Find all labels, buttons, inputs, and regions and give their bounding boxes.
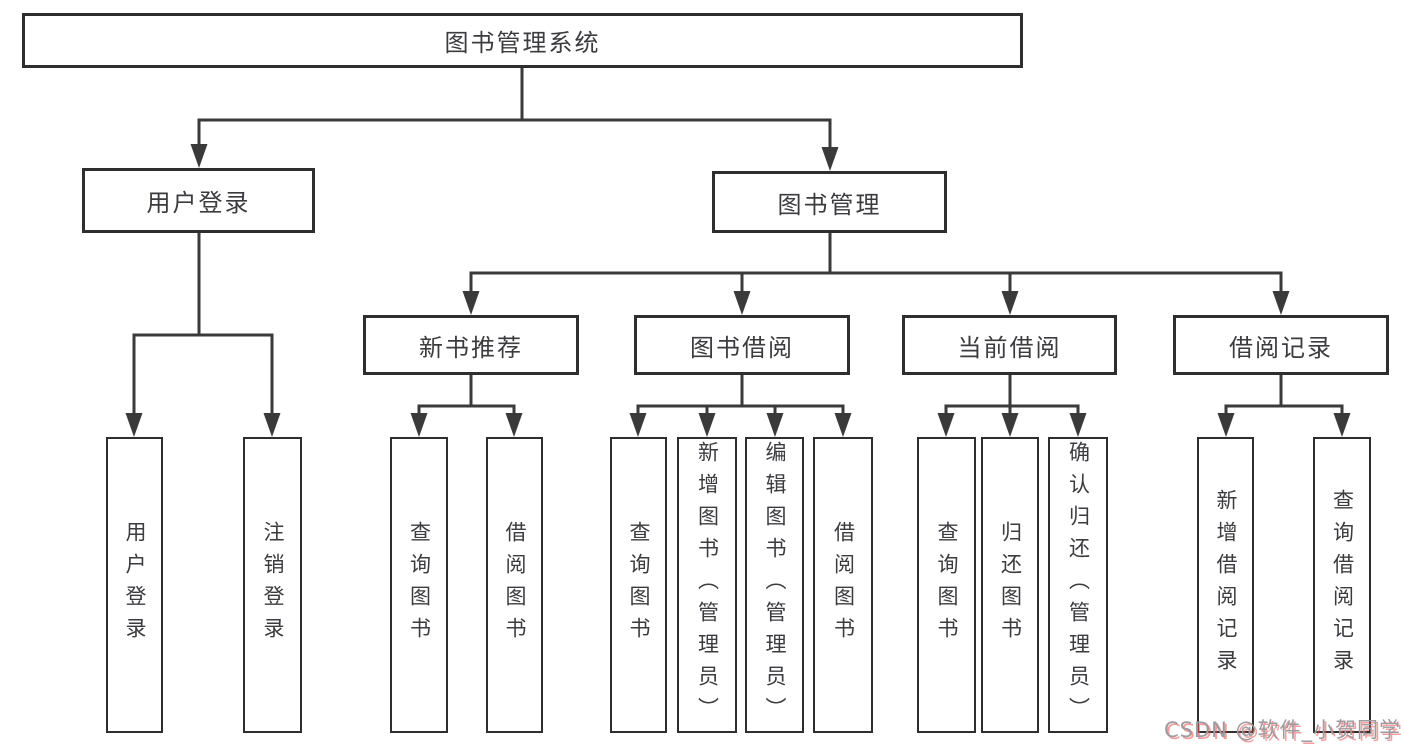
node-label: 新书推荐: [419, 333, 523, 362]
arrowhead-icon: [1217, 413, 1235, 437]
node-label: 借阅图书: [831, 521, 856, 649]
node-label: 图书管理系统: [444, 29, 601, 57]
arrowhead-icon: [1333, 413, 1351, 437]
node-leaf-query-book-2: 查询图书: [610, 437, 667, 733]
node-label: 注销登录: [261, 521, 285, 649]
node-new-book-rec: 新书推荐: [363, 315, 579, 375]
node-book-borrow: 图书借阅: [634, 315, 850, 375]
node-borrow-records: 借阅记录: [1173, 315, 1389, 375]
node-leaf-add-record: 新增借阅记录: [1197, 437, 1254, 733]
arrowhead-icon: [190, 144, 208, 168]
arrowhead-icon: [263, 413, 281, 437]
node-label: 编辑图书（管理员）: [763, 441, 787, 729]
arrowhead-icon: [125, 413, 143, 437]
arrowhead-icon: [1001, 413, 1019, 437]
node-leaf-user-login: 用户登录: [106, 437, 163, 733]
arrowhead-icon: [821, 147, 839, 171]
node-leaf-logout: 注销登录: [243, 437, 302, 733]
node-label: 用户登录: [146, 189, 251, 217]
node-leaf-query-book-3: 查询图书: [917, 437, 976, 733]
node-leaf-borrow-book-2: 借阅图书: [813, 437, 873, 733]
node-label: 确认归还（管理员）: [1066, 441, 1091, 729]
arrowhead-icon: [698, 413, 716, 437]
arrowhead-icon: [1069, 413, 1087, 437]
node-label: 图书借阅: [690, 333, 794, 362]
node-label: 借阅图书: [503, 521, 527, 649]
node-leaf-query-book-1: 查询图书: [390, 437, 448, 733]
arrowhead-icon: [629, 413, 647, 437]
node-leaf-confirm-return: 确认归还（管理员）: [1048, 437, 1108, 733]
node-label: 归还图书: [998, 521, 1023, 649]
node-leaf-query-record: 查询借阅记录: [1313, 437, 1371, 733]
node-leaf-return-book: 归还图书: [981, 437, 1039, 733]
node-label: 查询图书: [935, 521, 959, 649]
node-label: 查询图书: [407, 521, 432, 649]
node-label: 图书管理: [777, 190, 882, 219]
node-leaf-edit-book: 编辑图书（管理员）: [745, 437, 804, 733]
node-label: 借阅记录: [1229, 333, 1333, 362]
node-label: 查询借阅记录: [1330, 489, 1355, 681]
arrowhead-icon: [1272, 291, 1290, 315]
node-label: 用户登录: [123, 521, 147, 649]
node-current-borrow: 当前借阅: [902, 315, 1117, 375]
node-book-mgmt: 图书管理: [712, 171, 947, 233]
arrowhead-icon: [834, 413, 852, 437]
arrowhead-icon: [733, 291, 751, 315]
node-label: 新增借阅记录: [1214, 489, 1238, 681]
arrowhead-icon: [410, 413, 428, 437]
node-label: 当前借阅: [957, 333, 1062, 362]
node-user-login: 用户登录: [82, 168, 315, 233]
watermark-text: CSDN @软件_小贺同学: [1163, 718, 1401, 742]
arrowhead-icon: [505, 413, 523, 437]
node-leaf-add-book: 新增图书（管理员）: [677, 437, 737, 733]
node-leaf-borrow-book-1: 借阅图书: [486, 437, 543, 733]
arrowhead-icon: [937, 413, 955, 437]
node-label: 新增图书（管理员）: [695, 441, 720, 729]
arrowhead-icon: [1001, 291, 1019, 315]
arrowhead-icon: [766, 413, 784, 437]
node-root: 图书管理系统: [22, 13, 1023, 68]
node-label: 查询图书: [627, 521, 651, 649]
arrowhead-icon: [462, 291, 480, 315]
